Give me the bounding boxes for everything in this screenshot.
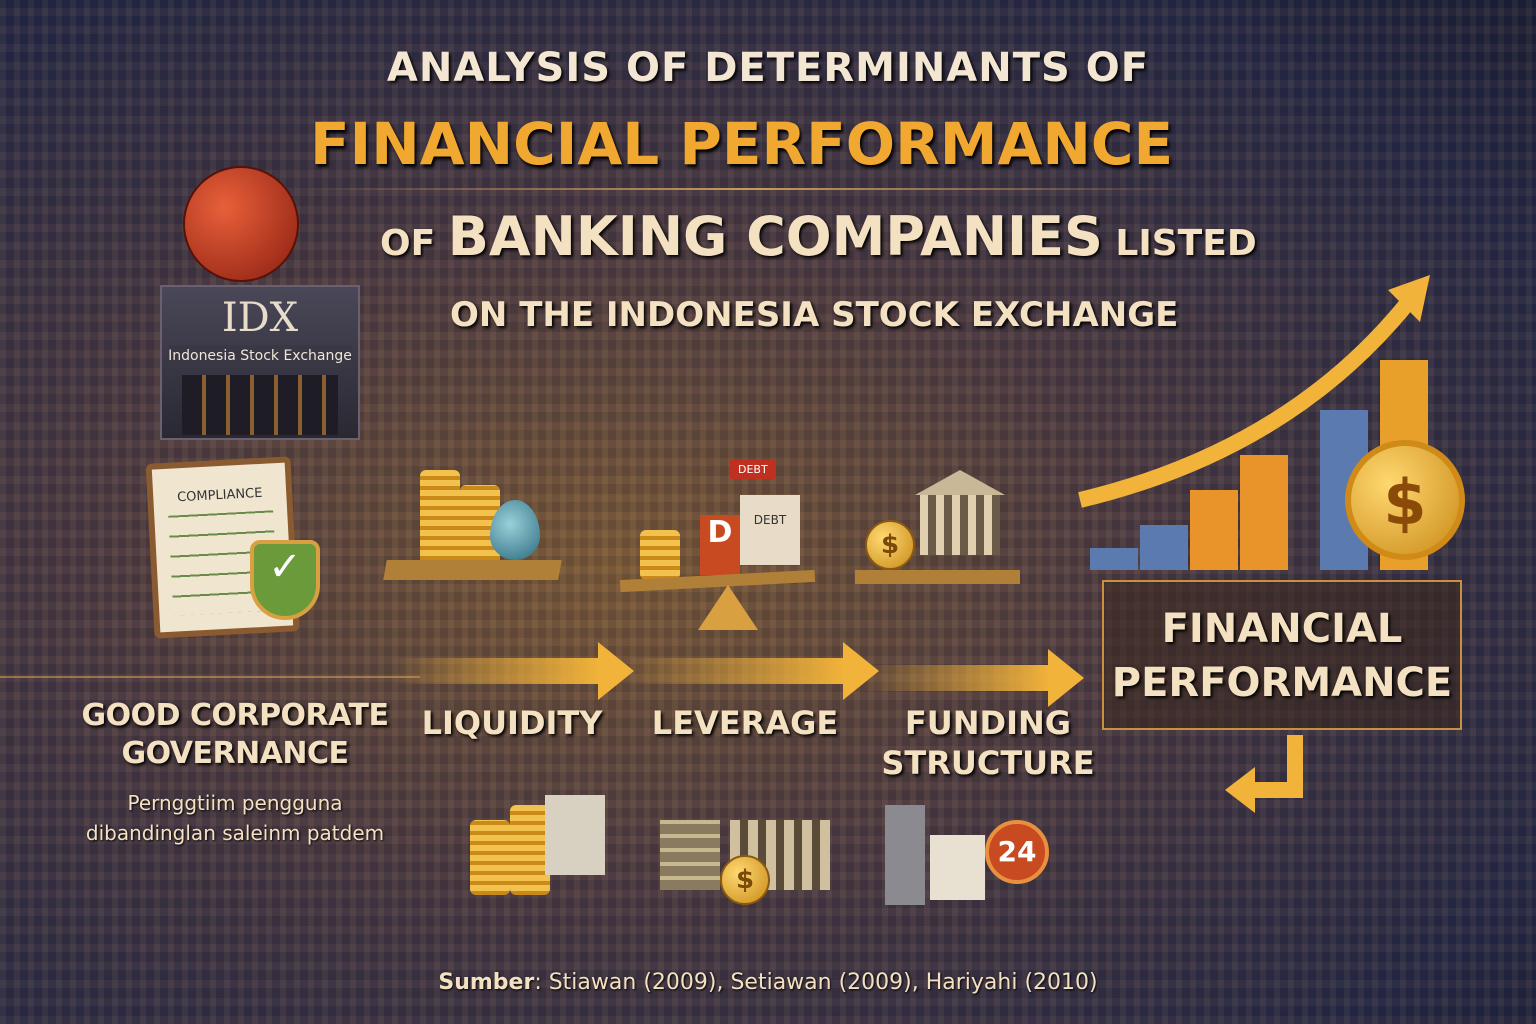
factor-gcg-label: GOOD CORPORATE GOVERNANCE xyxy=(81,698,389,771)
title-prefix: OF xyxy=(380,223,448,264)
factor-gcg-description-1: Pernggtiim pengguna xyxy=(127,791,343,815)
factor-gcg-description-2: dibandinglan saleinm patdem xyxy=(85,821,385,845)
clipboard-label: COMPLIANCE xyxy=(176,485,263,506)
source-text: : Stiawan (2009), Setiawan (2009), Hariy… xyxy=(534,970,1098,995)
dollar-coin-icon: $ xyxy=(1345,440,1465,560)
coins-water-drop-icon xyxy=(383,465,565,585)
growth-arrow-icon xyxy=(1078,275,1430,508)
source-citation: Sumber: Stiawan (2009), Setiawan (2009),… xyxy=(0,970,1536,995)
title-main: BANKING COMPANIES xyxy=(447,205,1103,268)
bank-coins-icon: $ xyxy=(660,810,840,910)
title-line-2: FINANCIAL PERFORMANCE xyxy=(310,110,1174,178)
bank-building-icon: $ xyxy=(855,470,1025,600)
outcome-label-1: FINANCIAL xyxy=(1161,606,1403,652)
dollar-coin-small-icon: $ xyxy=(865,520,915,570)
return-arrow-icon xyxy=(1225,735,1303,813)
factor-leverage-label: LEVERAGE xyxy=(651,704,839,742)
idx-building: IDX Indonesia Stock Exchange xyxy=(160,285,360,440)
factor-funding-label: FUNDING STRUCTURE xyxy=(881,704,1095,782)
title-suffix: LISTED xyxy=(1102,223,1257,264)
dollar-coin-small-icon: $ xyxy=(720,855,770,905)
outcome-label-2: PERFORMANCE xyxy=(1111,660,1453,706)
globe-icon xyxy=(185,168,297,280)
coins-document-icon xyxy=(470,790,610,900)
financial-performance-box: FINANCIAL PERFORMANCE xyxy=(1102,580,1462,730)
idx-logo: IDX xyxy=(221,295,299,341)
clock-badge: 24 xyxy=(985,820,1049,884)
atm-clock-icon: 24 xyxy=(885,800,1075,910)
title-line-4: ON THE INDONESIA STOCK EXCHANGE xyxy=(450,295,1179,335)
debt-tag: DEBT xyxy=(730,460,776,479)
divider xyxy=(0,676,420,678)
shield-check-icon: ✓ xyxy=(250,540,320,620)
title-line-3: OF BANKING COMPANIES LISTED xyxy=(380,205,1257,268)
debt-scale-icon: DEBT D DEBT xyxy=(619,455,820,635)
idx-name: Indonesia Stock Exchange xyxy=(168,345,352,367)
source-prefix: Sumber xyxy=(438,970,535,995)
title-line-1: ANALYSIS OF DETERMINANTS OF xyxy=(386,45,1150,91)
flow-arrow xyxy=(860,649,1084,707)
title-divider xyxy=(300,188,1200,190)
factor-liquidity-label: LIQUIDITY xyxy=(421,704,603,742)
flow-arrow xyxy=(390,642,634,700)
flow-arrow xyxy=(620,642,879,700)
debt-sign: DEBT xyxy=(740,495,800,565)
